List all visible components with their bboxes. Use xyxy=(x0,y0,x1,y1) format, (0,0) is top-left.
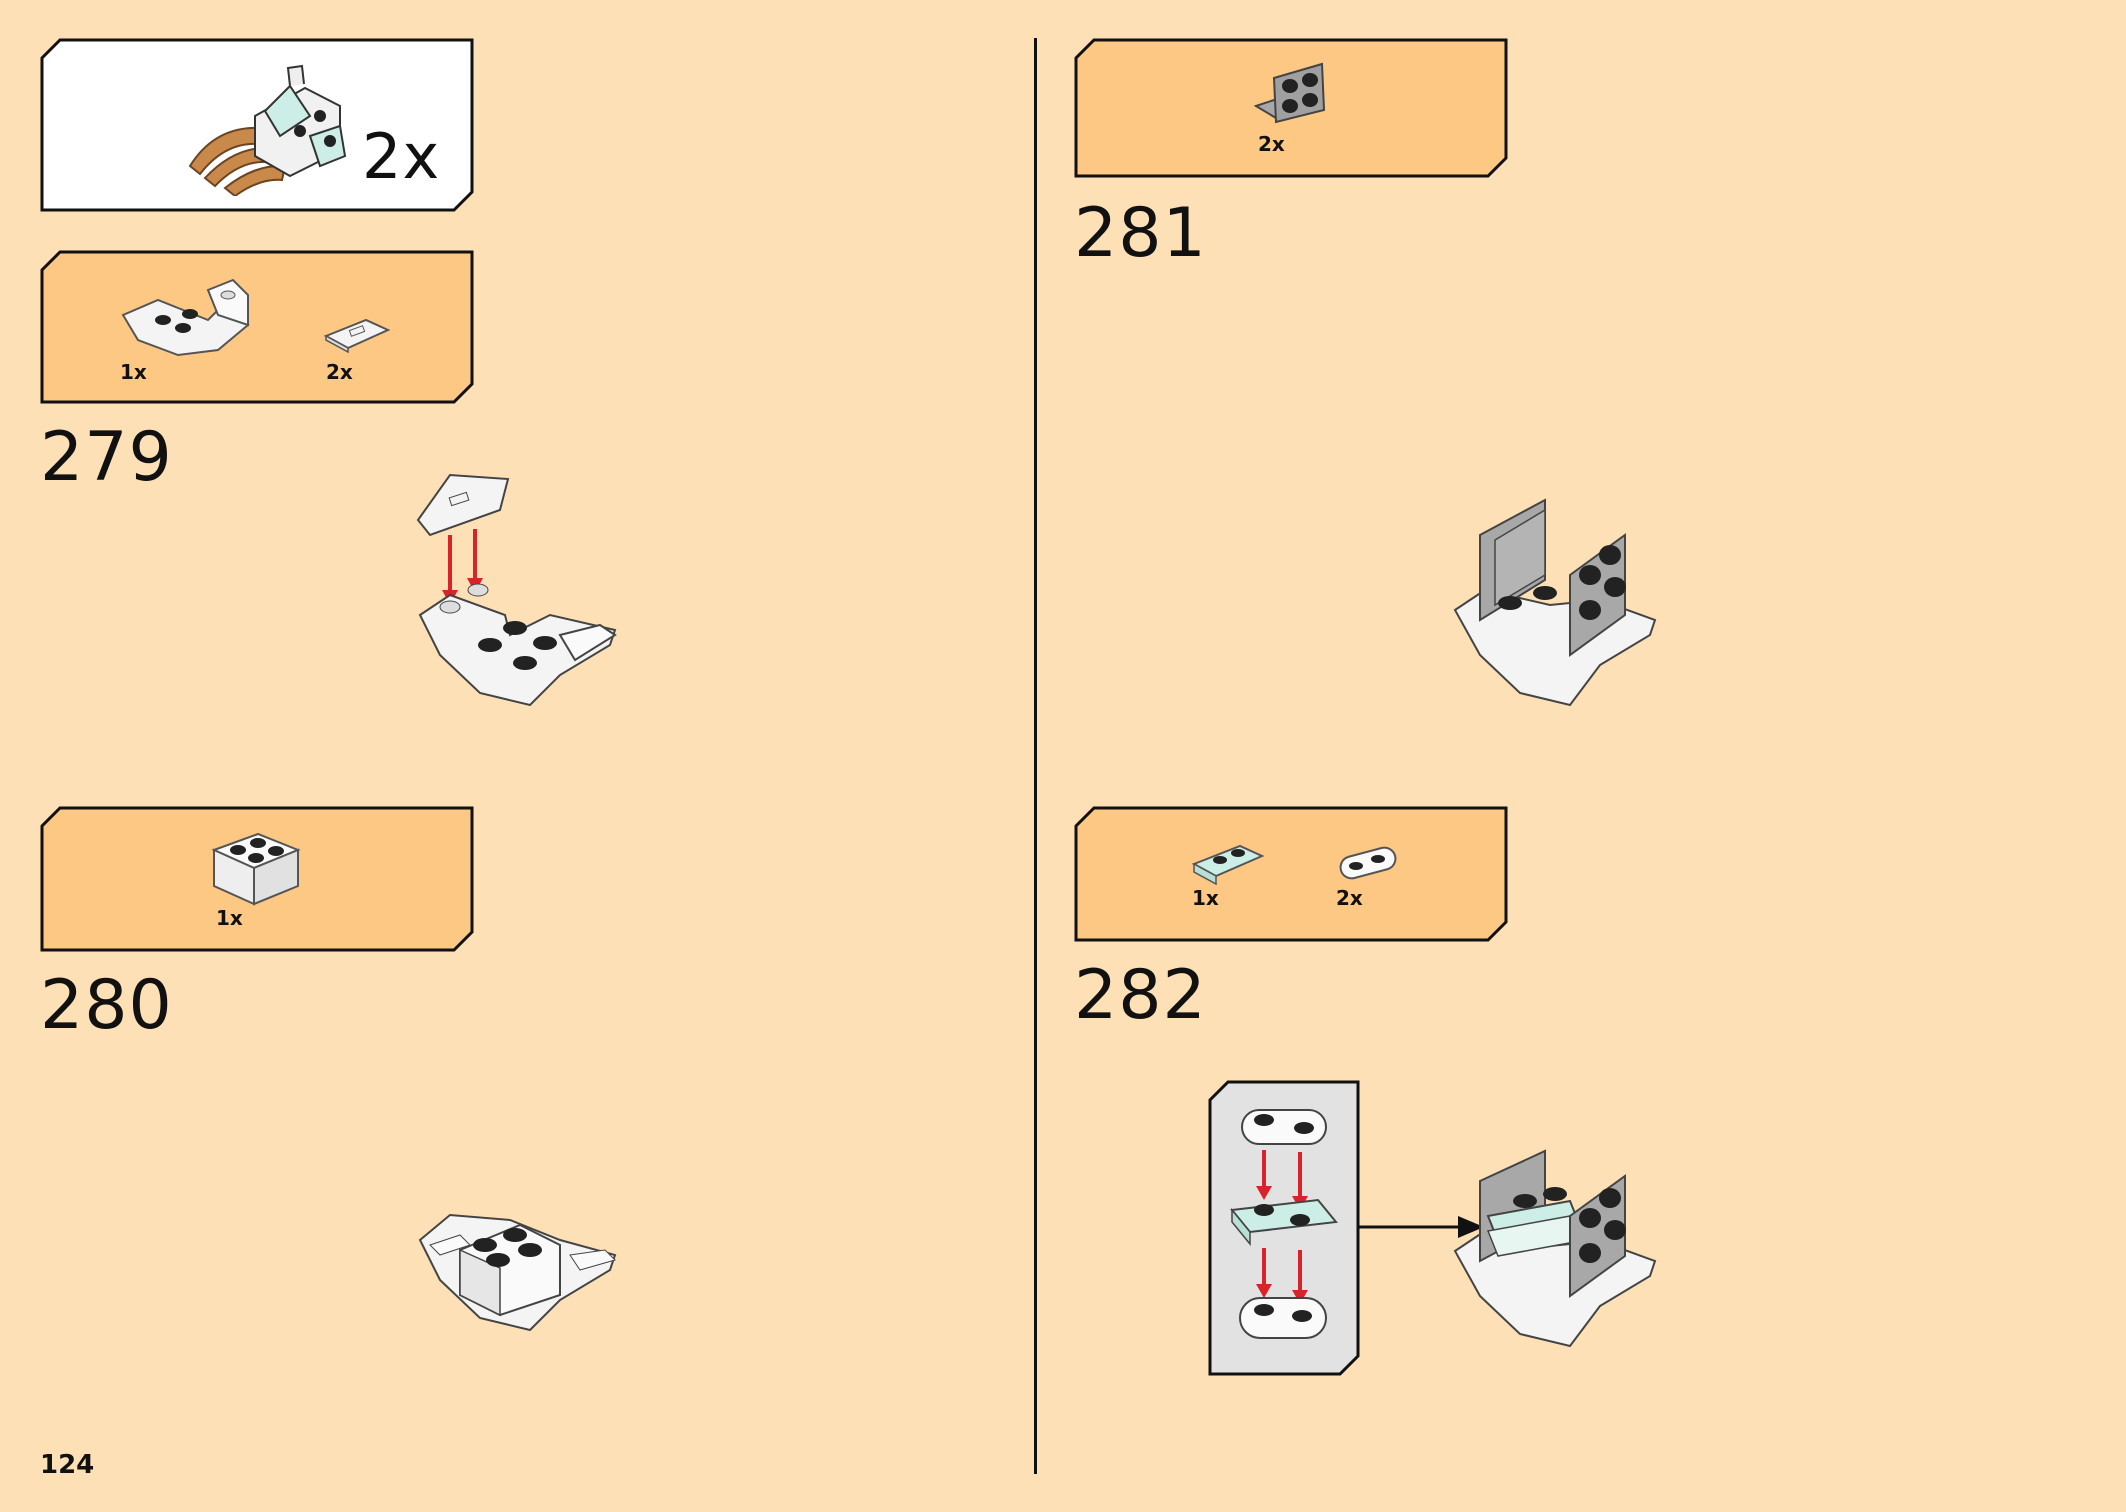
step-281-parts-box: 2x xyxy=(1074,38,1508,178)
step-282-assembly-illustration xyxy=(1453,1149,1657,1348)
step-282-parts-box: 1x 2x xyxy=(1074,806,1508,942)
step-282-placement-arrow xyxy=(1358,1216,1484,1238)
grey-bracket-icon xyxy=(1253,62,1326,124)
step-280-assembly-illustration xyxy=(418,1213,617,1332)
step-281-part-1-qty: 2x xyxy=(1258,132,1285,156)
step-280-part-1-qty: 1x xyxy=(216,906,243,930)
step-282-subassembly-box xyxy=(1208,1080,1360,1376)
subassembly-quantity: 2x xyxy=(362,120,441,193)
white-inverted-slope-brick-icon xyxy=(121,278,250,357)
step-281-number: 281 xyxy=(1074,194,1207,273)
step-279-assembly-illustration xyxy=(416,473,617,707)
step-279-number: 279 xyxy=(40,418,173,497)
step-282-part-1-qty: 1x xyxy=(1192,886,1219,910)
step-281-assembly-illustration xyxy=(1453,498,1657,707)
step-282-number: 282 xyxy=(1074,956,1207,1035)
step-280-number: 280 xyxy=(40,966,173,1045)
step-280-parts-box: 1x xyxy=(40,806,474,952)
subassembly-callout: 2x xyxy=(40,38,474,212)
step-279-part-1-qty: 1x xyxy=(120,360,147,384)
step-282-part-2-qty: 2x xyxy=(1336,886,1363,910)
white-rounded-plate-icon xyxy=(1339,846,1397,880)
page-divider xyxy=(1034,38,1037,1474)
step-279-parts-box: 1x 2x xyxy=(40,250,474,404)
step-279-part-2-qty: 2x xyxy=(326,360,353,384)
page-number: 124 xyxy=(40,1450,95,1480)
white-2x2-brick-icon xyxy=(211,832,301,906)
light-aqua-1x2-plate-icon xyxy=(1191,844,1265,886)
white-tile-icon xyxy=(323,318,391,354)
claw-subassembly-icon xyxy=(188,64,347,196)
